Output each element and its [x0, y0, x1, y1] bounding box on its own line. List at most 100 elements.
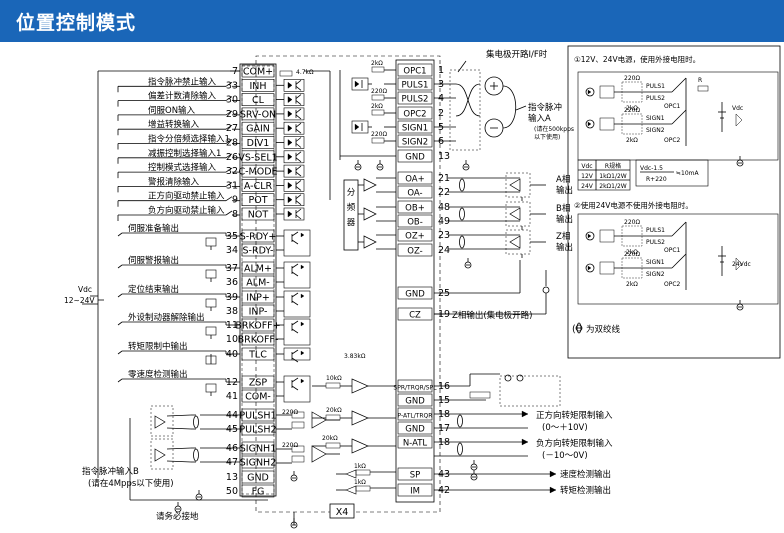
- right-signal-7: OA+: [405, 175, 424, 185]
- output-pin-0-0: 35: [226, 231, 238, 242]
- mini-opc1: OPC1: [664, 103, 681, 110]
- output-label-5: 零速度检测输出: [128, 369, 188, 380]
- output-label-2: 定位结束输出: [128, 284, 179, 295]
- mini-sig1: SIGN1: [646, 259, 665, 266]
- mini-opc2: OPC2: [664, 137, 681, 144]
- table-r2c1: 24V: [581, 183, 594, 190]
- pulseb-pin-0: 44: [226, 410, 238, 421]
- right-pin-11: 23: [438, 230, 450, 241]
- input-signal-3: SRV-ON: [240, 109, 276, 120]
- note-1: ①12V、24V电源，使用外接电阻时。: [574, 54, 700, 64]
- input-pin-6: 26: [226, 152, 238, 163]
- right-pin-7: 21: [438, 173, 450, 184]
- output-signal-0-1: S-RDY-: [243, 246, 274, 257]
- mini-r2k: 2kΩ: [626, 137, 638, 144]
- input-signal-4: GAIN: [246, 124, 270, 135]
- pos-torque-range: (0～＋10V): [542, 423, 588, 433]
- mini-r220: 220Ω: [624, 107, 640, 114]
- input-signal-10: NOT: [248, 210, 269, 221]
- res-20k-b: 20kΩ: [322, 435, 338, 442]
- pos-torque-label: 正方向转矩限制输入: [536, 410, 613, 421]
- input-label-4: 增益转换输入: [148, 119, 200, 130]
- open-collector-label: 集电极开路I/F时: [486, 49, 548, 60]
- a-phase-output-2: 输出: [556, 185, 573, 196]
- mini-vdc: Vdc: [732, 105, 743, 112]
- input-pin-8: 31: [226, 180, 238, 191]
- pulse-a-4: 以下使用): [534, 133, 560, 141]
- input-signal-7: C-MODE: [238, 167, 277, 178]
- right-lower-signal-3: GND: [405, 425, 425, 435]
- x4-label: X4: [336, 507, 349, 518]
- mini-opc2b: OPC2: [664, 281, 681, 288]
- input-label-8: 警报清除输入: [148, 176, 200, 187]
- output-pin-0-1: 34: [226, 245, 238, 256]
- res-2k-0: 2kΩ: [371, 60, 383, 67]
- right-pin-9: 48: [438, 202, 450, 213]
- right-signal-4: SIGN1: [402, 124, 428, 134]
- pulseb-pin-2: 46: [226, 443, 238, 454]
- output-pin-2-1: 38: [226, 306, 238, 317]
- right-signal-1: PULS1: [402, 81, 429, 91]
- right-pin-12: 24: [438, 245, 450, 256]
- right-signal-5: SIGN2: [402, 138, 428, 148]
- input-label-6: 减振控制选择输入1: [148, 148, 221, 159]
- right-connector: [395, 59, 435, 503]
- b-phase-output-2: 输出: [556, 214, 573, 225]
- input-pin-2: 30: [226, 95, 238, 106]
- output-label-1: 伺服警报输出: [128, 255, 179, 266]
- resistor-4p7k-label: 4.7kΩ: [296, 69, 314, 76]
- divider-2: 频: [347, 202, 356, 213]
- z-phase-output: Z相: [556, 231, 570, 242]
- vdc-range: 12~24V: [64, 296, 95, 305]
- pulseb-signal-5: FG: [252, 487, 265, 498]
- input-signal-5: DIV1: [247, 138, 270, 149]
- output-signal-3-1: BRKOFF-: [238, 335, 279, 346]
- right-lower-signal-1: GND: [405, 397, 425, 407]
- mini-r220: 220Ω: [624, 251, 640, 258]
- note-2: ②使用24V电源不使用外接电阻时。: [574, 200, 693, 210]
- res-1k-b: 1kΩ: [354, 479, 366, 486]
- output-signal-3-0: BRKOFF+: [235, 321, 280, 332]
- mini-sig2: SIGN2: [646, 127, 665, 134]
- res-1k-a: 1kΩ: [354, 463, 366, 470]
- right-signal-6: GND: [405, 153, 425, 163]
- input-pin-5: 28: [226, 138, 238, 149]
- right-lower-pin-1: 15: [438, 395, 450, 406]
- pulse-a-3: (请在500kpps: [534, 125, 574, 133]
- res-3k: 3.83kΩ: [344, 353, 366, 360]
- twisted-pair-label: 为双绞线: [586, 324, 621, 335]
- table-r1c1: 12V: [581, 173, 594, 180]
- z-phase-output-2: 输出: [556, 242, 573, 253]
- output-pin-5-0: 12: [226, 377, 238, 388]
- mini-r2k: 2kΩ: [626, 249, 638, 256]
- res-20k-a: 20kΩ: [326, 407, 342, 414]
- output-signal-5-0: ZSP: [249, 378, 268, 389]
- pulseb-signal-3: SIGNH2: [240, 458, 277, 469]
- output-pin-2-0: 39: [226, 292, 238, 303]
- table-h1: Vdc: [581, 163, 592, 170]
- right-pin-3: 2: [438, 108, 444, 119]
- input-label-7: 控制模式选择输入: [148, 162, 217, 173]
- res-220-a: 220Ω: [282, 409, 298, 416]
- right-lower-pin-0: 16: [438, 381, 450, 392]
- input-label-5: 指令分倍频选择输入1: [148, 134, 230, 145]
- pulseb-signal-0: PULSH1: [239, 411, 276, 422]
- b-phase-output: B相: [556, 203, 570, 214]
- right-pin-5: 6: [438, 136, 444, 147]
- output-signal-0-0: S-RDY+: [240, 232, 277, 243]
- input-label-10: 负方向驱动禁止输入: [148, 205, 225, 216]
- input-pin-7: 32: [226, 166, 238, 177]
- right-signal-10: OB-: [407, 218, 423, 228]
- mini-r2k: 2kΩ: [626, 281, 638, 288]
- output-pin-1-0: 37: [226, 263, 238, 274]
- table-h2: R规格: [605, 162, 621, 170]
- input-label-9: 正方向驱动禁止输入: [148, 191, 225, 202]
- right-lower-signal-2: P-ATL/TRQR: [398, 413, 433, 420]
- pulse-b-range: (请在4Mpps以下使用): [88, 478, 174, 489]
- pulse-a-2: 输入A: [528, 113, 551, 124]
- mini-opc1b: OPC1: [664, 247, 681, 254]
- right-signal-14: CZ: [409, 311, 421, 321]
- right-lower-pin-5: 43: [438, 469, 450, 480]
- input-pin-4: 27: [226, 123, 238, 134]
- right-signal-2: PULS2: [402, 95, 429, 105]
